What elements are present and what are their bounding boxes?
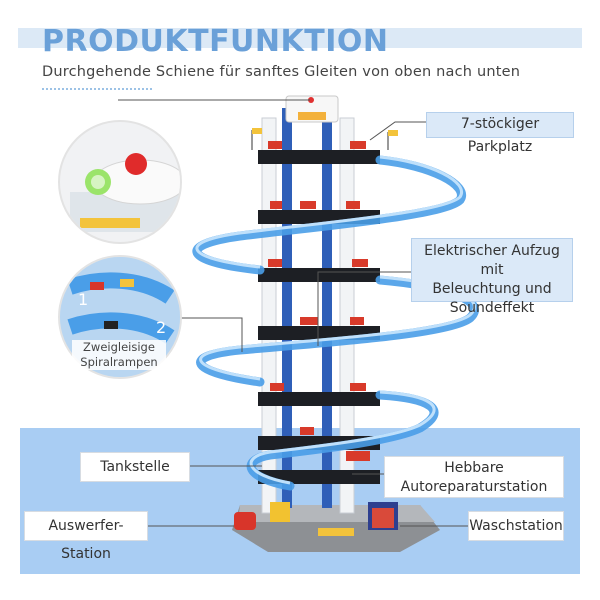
leader-lines xyxy=(118,99,468,527)
callout-elevator-line2: Beleuchtung und xyxy=(432,281,552,297)
dotted-divider xyxy=(42,88,152,90)
callout-elevator-line1: Elektrischer Aufzug mit xyxy=(424,243,560,278)
page-subtitle: Durchgehende Schiene für sanftes Gleiten… xyxy=(42,64,521,80)
gas-station-model xyxy=(270,502,290,522)
callout-repair-line1: Hebbare xyxy=(444,460,504,476)
svg-text:1: 1 xyxy=(78,290,88,309)
ejector-station-model xyxy=(234,512,256,530)
callout-ejector: Auswerfer-Station xyxy=(24,511,148,562)
spiral-caption-line1: Zweigleisige xyxy=(83,340,155,354)
elevator-light xyxy=(308,97,314,103)
page-title: PRODUKTFUNKTION xyxy=(42,24,389,59)
callout-elevator-line3: Soundeffekt xyxy=(449,300,535,316)
control-buttons-icon xyxy=(70,153,180,232)
callout-wash-text: Waschstation xyxy=(469,518,563,534)
hazard-plate xyxy=(318,528,354,536)
callout-repair-line2: Autoreparaturstation xyxy=(400,479,548,495)
callout-parking: 7-stöckiger Parkplatz xyxy=(426,112,574,155)
barriers xyxy=(268,141,370,461)
callout-gas-station: Tankstelle xyxy=(80,452,190,482)
wash-brush-model xyxy=(372,508,394,528)
callout-ejector-text: Auswerfer-Station xyxy=(48,518,124,562)
elevator-rail-left xyxy=(282,108,292,508)
spiral-track-highlight xyxy=(195,155,476,485)
callout-elevator: Elektrischer Aufzug mit Beleuchtung und … xyxy=(411,238,573,316)
floor-5 xyxy=(258,268,380,282)
elevator-rail-right xyxy=(322,108,332,508)
callout-repair-station: Hebbare Autoreparaturstation xyxy=(384,456,564,498)
elevator-sign xyxy=(298,112,326,120)
floor-3 xyxy=(258,392,380,406)
flags xyxy=(251,128,398,150)
floor-7 xyxy=(258,150,380,164)
spiral-ramp-caption: Zweigleisige Spiralrampen xyxy=(72,340,166,370)
svg-text:2: 2 xyxy=(156,318,166,337)
control-button-inset xyxy=(58,120,182,244)
floor-1 xyxy=(258,470,380,484)
callout-wash: Waschstation xyxy=(468,511,564,541)
spiral-caption-line2: Spiralrampen xyxy=(80,355,158,369)
title-band xyxy=(18,28,582,48)
callout-parking-text: 7-stöckiger Parkplatz xyxy=(460,116,540,155)
callout-gas-station-text: Tankstelle xyxy=(100,459,170,475)
